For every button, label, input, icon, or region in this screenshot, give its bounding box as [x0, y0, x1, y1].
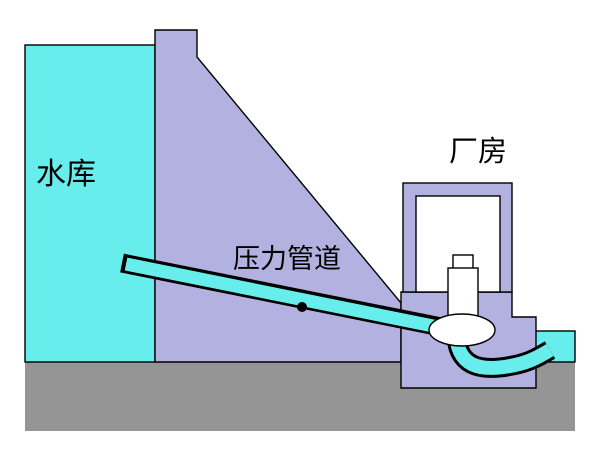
- turbine-runner-ellipse: [428, 313, 496, 347]
- turbine-cap: [452, 254, 474, 270]
- penstock-valve-dot: [297, 302, 307, 312]
- penstock-label: 压力管道: [233, 244, 341, 274]
- powerhouse-label: 厂房: [449, 135, 507, 168]
- reservoir-label: 水库: [36, 158, 96, 191]
- penstock-pipe: [124, 257, 455, 337]
- draft-tube: [449, 329, 554, 375]
- reservoir-water: [24, 44, 156, 363]
